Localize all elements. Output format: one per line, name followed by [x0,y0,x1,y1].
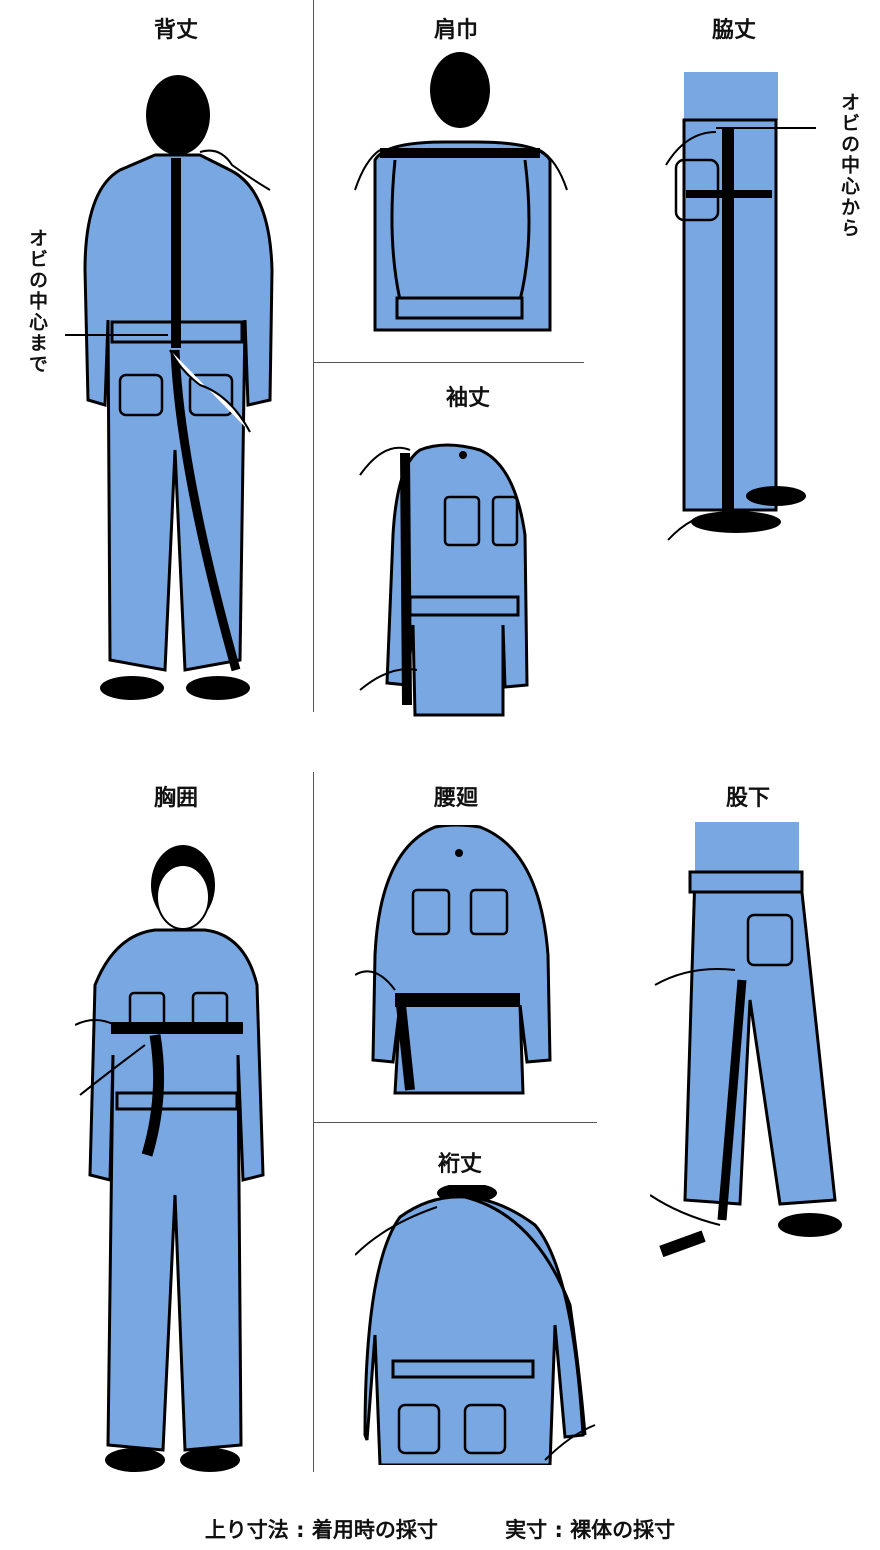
label-yuki-length: 裄丈 [437,1152,482,1177]
divider-top-horizontal [313,362,584,363]
footer-finished-measure: 上り寸法 : 着用時の採寸 [204,1518,438,1542]
figure-chest [75,845,265,1472]
label-sleeve-length: 袖丈 [445,386,490,411]
figure-shoulder-width [354,52,568,332]
figure-inseam [650,822,842,1258]
label-inseam: 股下 [725,786,770,811]
divider-top-vertical [313,0,314,712]
side-length-note: オビの中心から [838,92,860,239]
footer-actual-measure: 実寸 : 裸体の採寸 [505,1518,676,1542]
figure-yuki-length [355,1185,596,1465]
back-length-note: オビの中心まで [26,228,48,375]
figure-side-length [665,72,816,541]
label-back-length: 背丈 [153,18,198,43]
label-chest: 胸囲 [153,786,198,811]
label-shoulder-width: 肩巾 [433,18,478,43]
footer-caption: 上り寸法 : 着用時の採寸 実寸 : 裸体の採寸 [0,1514,880,1544]
figure-back-length [65,75,274,700]
label-waist: 腰廻 [433,786,478,811]
label-side-length: 脇丈 [711,18,756,43]
figure-sleeve-length [359,443,529,717]
divider-bottom-horizontal [313,1122,597,1123]
figure-waist [355,825,552,1095]
